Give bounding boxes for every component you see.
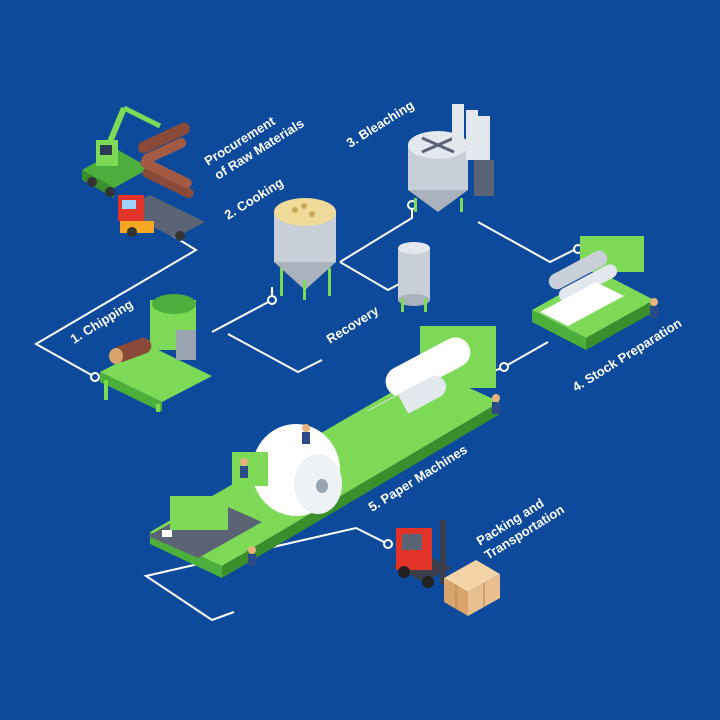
connector-cooking-recovery <box>339 261 404 292</box>
log-truck-icon <box>118 157 205 241</box>
connector-papermachine-packing <box>143 526 389 622</box>
label-chipping: 1. Chipping <box>68 296 136 346</box>
chipper-icon <box>100 294 212 412</box>
connector-cooking-recovery-label <box>227 333 323 374</box>
forklift-icon <box>392 520 452 588</box>
stock-prep-machine-icon <box>532 236 654 350</box>
dot-cooking <box>267 295 277 305</box>
label-bleaching: 3. Bleaching <box>344 97 417 150</box>
bleaching-tank-icon <box>408 104 494 212</box>
digester-tank-icon <box>274 198 336 300</box>
connector-lines <box>33 205 577 622</box>
label-recovery: Recovery <box>324 302 382 346</box>
boxes-icon <box>444 560 500 616</box>
excavator-icon <box>82 105 190 198</box>
connector-bleaching-stock <box>477 221 577 264</box>
worker-icon <box>240 298 658 566</box>
connector-chipping-cooking <box>211 287 273 333</box>
paper-machine-icon <box>148 326 500 578</box>
dot-chipping <box>90 372 100 382</box>
recovery-tank-icon <box>398 242 430 312</box>
dot-packing <box>383 539 393 549</box>
dot-papermachine <box>499 362 509 372</box>
